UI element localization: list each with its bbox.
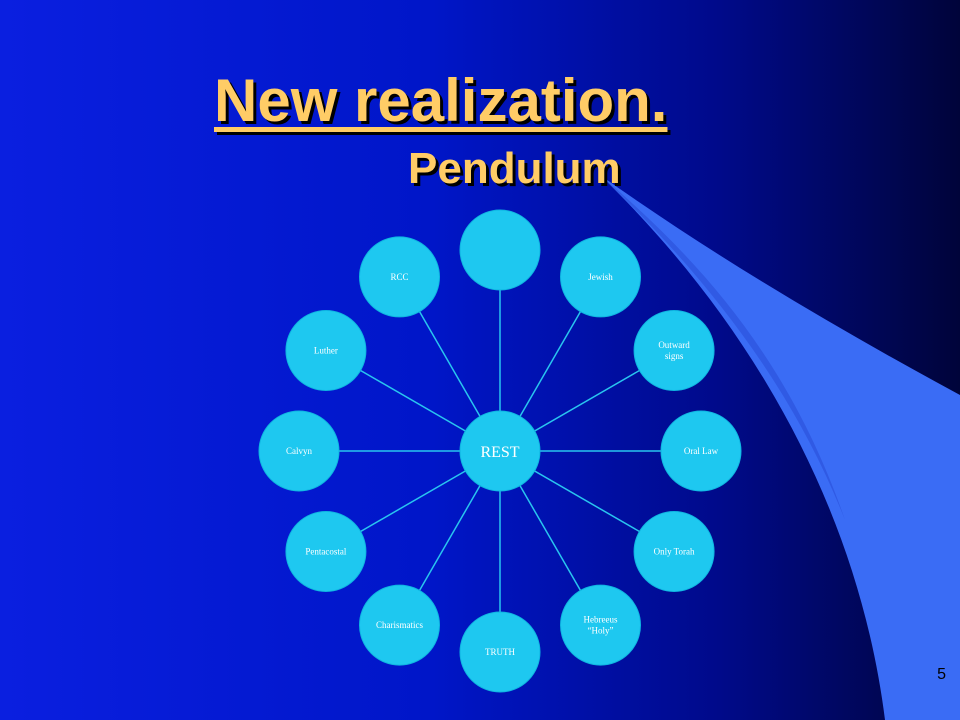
- node-label: Hebreeus“Holy”: [584, 615, 618, 636]
- node-circle: [459, 209, 541, 291]
- node-circle: [660, 410, 742, 492]
- node-circle: [633, 511, 715, 592]
- hub-circle: [459, 410, 541, 492]
- node-pentacostal: Pentacostal: [285, 511, 367, 592]
- node-circle: [560, 236, 641, 318]
- slide-title: New realization.: [214, 67, 668, 134]
- node-calvyn: Calvyn: [258, 410, 340, 492]
- node-label: Pentacostal: [305, 547, 346, 557]
- node-hebreeus-holy: Hebreeus“Holy”: [560, 584, 641, 666]
- node-label: Only Torah: [654, 547, 695, 557]
- node-circle: [359, 236, 440, 318]
- node-jewish: Jewish: [560, 236, 641, 318]
- node-label: TRUTH: [485, 647, 515, 657]
- node-label: Calvyn: [286, 446, 312, 456]
- hub-node: REST: [459, 410, 541, 492]
- node-oral-law: Oral Law: [660, 410, 742, 492]
- node-luther: Luther: [285, 310, 367, 391]
- page-number: 5: [937, 666, 946, 683]
- node-circle: [560, 584, 641, 666]
- node-label: Jewish: [588, 272, 613, 282]
- node-charismatics: Charismatics: [359, 584, 440, 666]
- node-circle: [359, 584, 440, 666]
- node-circle: [285, 511, 367, 592]
- accent-curve: [600, 175, 960, 720]
- node-circle: [285, 310, 367, 391]
- node-only-torah: Only Torah: [633, 511, 715, 592]
- node-circle: [633, 310, 715, 391]
- node-empty: [459, 209, 541, 291]
- node-circle: [459, 611, 541, 693]
- node-circle: [258, 410, 340, 492]
- hub-label: REST: [480, 444, 519, 461]
- node-label: RCC: [390, 272, 408, 282]
- node-truth: TRUTH: [459, 611, 541, 693]
- node-label: Oral Law: [684, 446, 719, 456]
- node-label: Charismatics: [376, 620, 423, 630]
- slide-subtitle: Pendulum: [408, 144, 621, 193]
- node-rcc: RCC: [359, 236, 440, 318]
- node-label: Luther: [314, 346, 338, 356]
